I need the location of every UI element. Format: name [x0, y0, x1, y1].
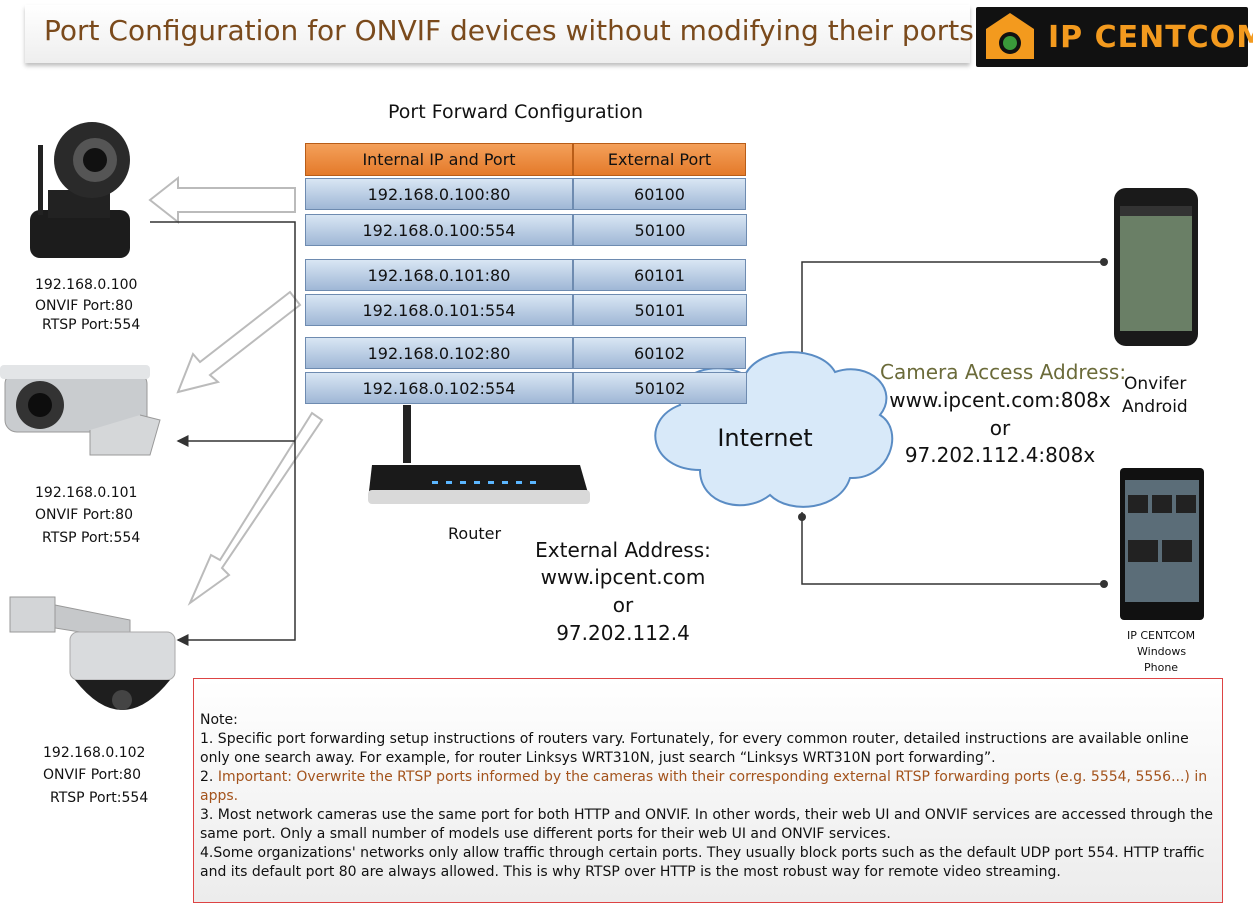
internet-label: Internet — [717, 424, 813, 452]
table-row-cell: 50101 — [573, 294, 747, 326]
note-item-1: 1. Specific port forwarding setup instru… — [200, 731, 1189, 766]
note-box — [193, 678, 1223, 903]
note-text: Note: 1. Specific port forwarding setup … — [200, 711, 1220, 882]
camera-access-or: or — [989, 416, 1011, 440]
note-item-3: 3. Most network cameras use the same por… — [200, 807, 1214, 842]
ip-centcom-logo — [976, 7, 1248, 67]
note-heading: Note: — [200, 712, 238, 728]
camera-3-rtsp: RTSP Port:554 — [50, 790, 149, 806]
camera-1-ip: 192.168.0.100 — [35, 277, 138, 293]
camera-1-image — [30, 122, 130, 258]
router-image — [368, 405, 590, 504]
camera-2-rtsp: RTSP Port:554 — [42, 530, 141, 546]
windows-phone-image — [1120, 468, 1204, 620]
table-row-cell: 192.168.0.102:80 — [305, 337, 573, 369]
table-row-cell: 60102 — [573, 337, 746, 369]
column-header-external: External Port — [573, 143, 746, 176]
camera-1-onvif: ONVIF Port:80 — [35, 298, 133, 314]
page-title: Port Configuration for ONVIF devices wit… — [44, 14, 974, 47]
note-item-2-text: Important: Overwrite the RTSP ports info… — [200, 769, 1208, 804]
camera-3-ip: 192.168.0.102 — [43, 745, 146, 761]
table-row-cell: 192.168.0.101:554 — [305, 294, 573, 326]
external-address-label: External Address: — [535, 538, 711, 562]
router-label: Router — [448, 524, 502, 543]
camera-access-ip: 97.202.112.4:808x — [904, 443, 1096, 467]
forward-arrow-cam2 — [176, 290, 302, 394]
camera-2-image — [0, 365, 161, 456]
table-row-cell: 192.168.0.100:554 — [305, 214, 573, 246]
external-or: or — [612, 593, 634, 617]
table-row-cell: 50100 — [573, 214, 747, 246]
camera-1-rtsp: RTSP Port:554 — [42, 317, 141, 333]
android-platform-label: Android — [1122, 397, 1188, 417]
windows-app-label: IP CENTCOM — [1127, 629, 1196, 642]
external-domain: www.ipcent.com — [540, 565, 706, 589]
table-row-cell: 192.168.0.101:80 — [305, 259, 573, 291]
camera-3-image — [9, 596, 176, 710]
column-header-internal: Internal IP and Port — [305, 143, 573, 176]
android-app-label: Onvifer — [1124, 374, 1187, 394]
table-row-cell: 60100 — [573, 178, 746, 210]
camera-3-onvif: ONVIF Port:80 — [43, 767, 141, 783]
camera-access-domain: www.ipcent.com:808x — [889, 388, 1111, 412]
house-logo-icon — [986, 13, 1034, 59]
header-bar — [25, 5, 970, 63]
logo-text: IP CENTCOM — [1048, 20, 1253, 55]
camera-2-onvif: ONVIF Port:80 — [35, 507, 133, 523]
forward-arrow-cam1 — [148, 175, 296, 225]
windows-phone-label: Phone — [1144, 661, 1179, 674]
note-item-2: 2. Important: Overwrite the RTSP ports i… — [200, 768, 1220, 806]
windows-platform-label: Windows — [1137, 645, 1187, 658]
table-title: Port Forward Configuration — [388, 101, 644, 123]
table-row-cell: 192.168.0.100:80 — [305, 178, 573, 210]
camera-access-label: Camera Access Address: — [880, 360, 1127, 384]
note-item-4: 4.Some organizations' networks only allo… — [200, 845, 1205, 880]
table-row-cell: 60101 — [573, 259, 746, 291]
forward-arrow-cam3 — [187, 411, 324, 606]
camera-2-ip: 192.168.0.101 — [35, 485, 138, 501]
table-row-cell: 50102 — [573, 372, 747, 404]
note-item-2-number: 2. — [200, 769, 218, 785]
external-ip: 97.202.112.4 — [556, 621, 690, 645]
table-row-cell: 192.168.0.102:554 — [305, 372, 573, 404]
android-phone-image — [1114, 188, 1198, 346]
